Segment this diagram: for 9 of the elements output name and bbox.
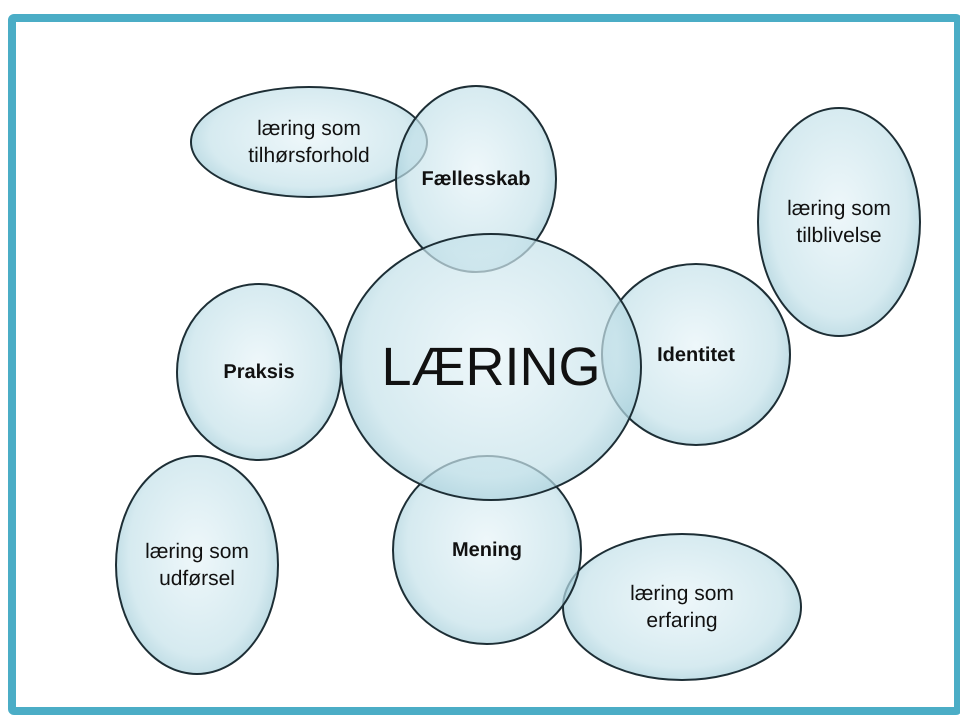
bubble-text: læring som erfaring — [629, 580, 735, 634]
bubble-text: Praksis — [223, 360, 295, 385]
bubble-text: Fællesskab — [422, 167, 530, 192]
bubble-text: Mening — [452, 538, 522, 563]
bubble-text: LÆRING — [381, 336, 601, 399]
bubble-text: læring som tilhørsforhold — [247, 116, 371, 169]
bubble-text: læring som udførsel — [144, 538, 250, 592]
bubble-text: Identitet — [657, 342, 735, 368]
bubble-text: læring som tilblivelse — [786, 196, 892, 249]
